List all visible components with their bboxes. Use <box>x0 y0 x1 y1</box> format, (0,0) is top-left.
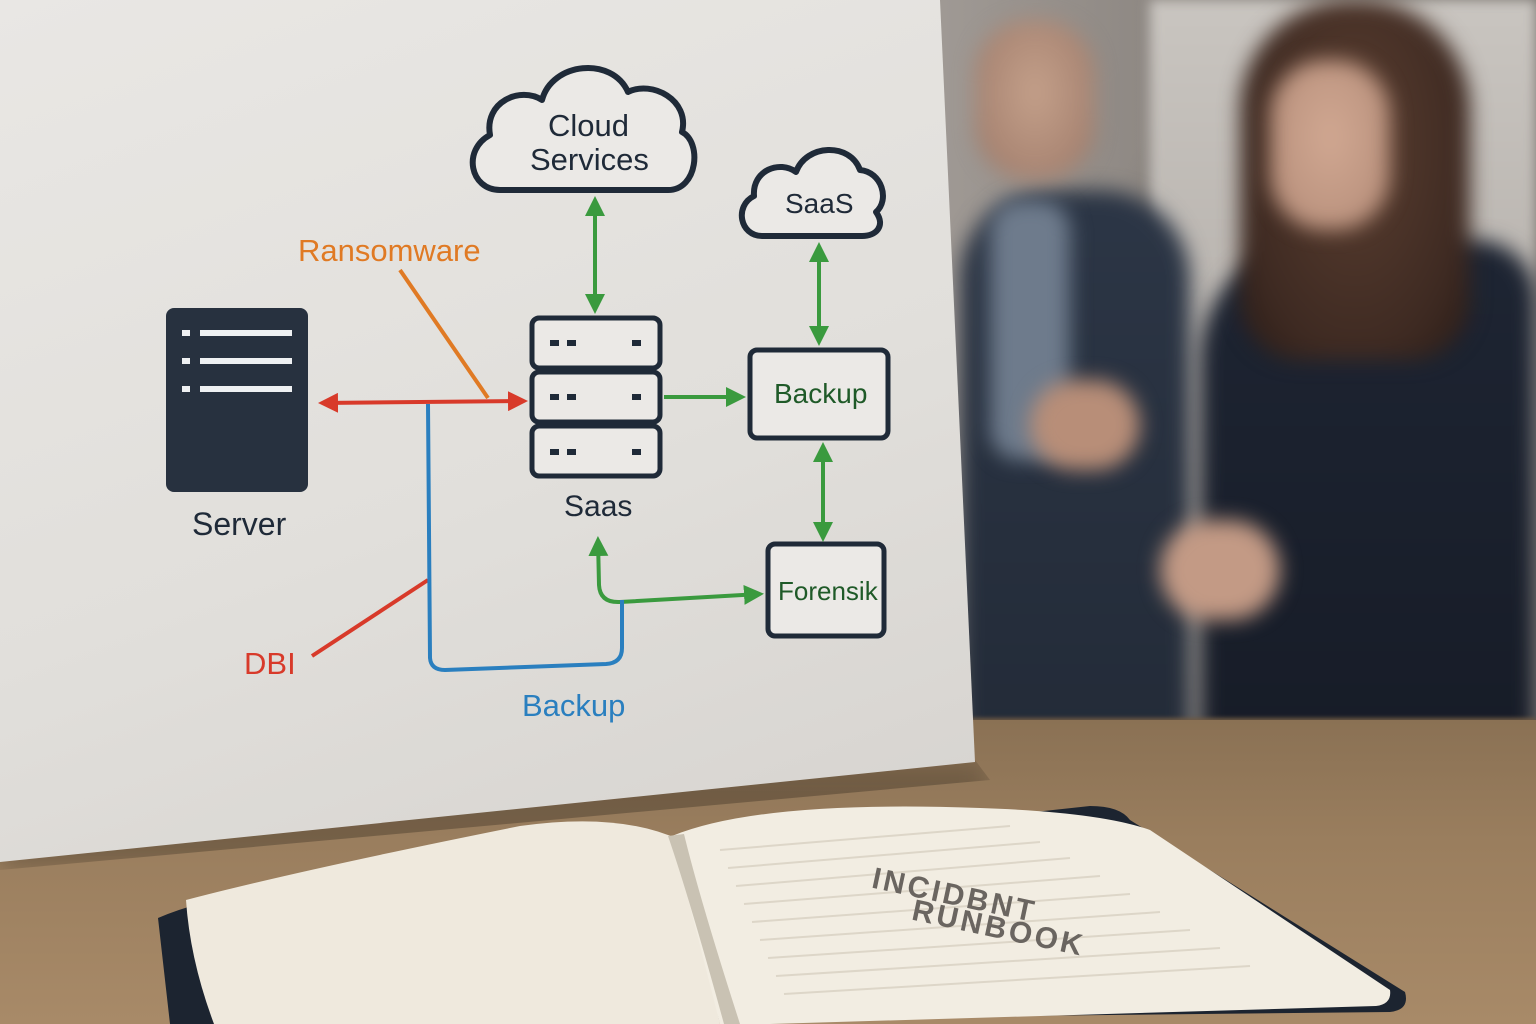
dbi-label: DBI <box>244 646 296 681</box>
cloud-services-label-line1: Cloud <box>548 108 629 143</box>
forensik-box-label: Forensik <box>778 576 878 606</box>
saas-cloud-label: SaaS <box>785 188 854 219</box>
notebook-ruled-lines <box>719 825 1251 995</box>
backup-box-label: Backup <box>774 378 868 409</box>
woman-face <box>1270 60 1390 230</box>
notebook-left-page <box>186 821 720 1024</box>
arrow-forensik-storage <box>588 536 764 605</box>
forensik-box <box>765 541 887 639</box>
storage-label: Saas <box>564 490 633 523</box>
server-slot <box>182 386 190 392</box>
notebook-right-page <box>672 806 1391 1024</box>
server-slot <box>200 358 292 364</box>
dbi-pointer <box>310 578 430 658</box>
storage-stack-icon <box>529 315 663 479</box>
server-slot <box>200 386 292 392</box>
man-hand <box>1030 380 1140 470</box>
server-slot <box>200 330 292 336</box>
backup-path-label: Backup <box>522 688 626 723</box>
backup-box <box>747 347 891 441</box>
server-label: Server <box>192 506 287 542</box>
cloud-services-icon <box>469 65 698 193</box>
saas-cloud-icon <box>738 147 886 239</box>
cloud-services-label-line2: Services <box>530 142 649 177</box>
man-head <box>975 20 1095 180</box>
backup-path-line <box>426 403 624 673</box>
woman-hand <box>1160 520 1280 620</box>
server-slot <box>182 330 190 336</box>
ransomware-pointer <box>398 268 490 400</box>
arrow-server-storage <box>318 391 528 413</box>
server-icon <box>166 308 308 492</box>
ransomware-label: Ransomware <box>298 233 481 268</box>
notebook-spine-shadow <box>668 834 740 1024</box>
server-slot <box>182 358 190 364</box>
